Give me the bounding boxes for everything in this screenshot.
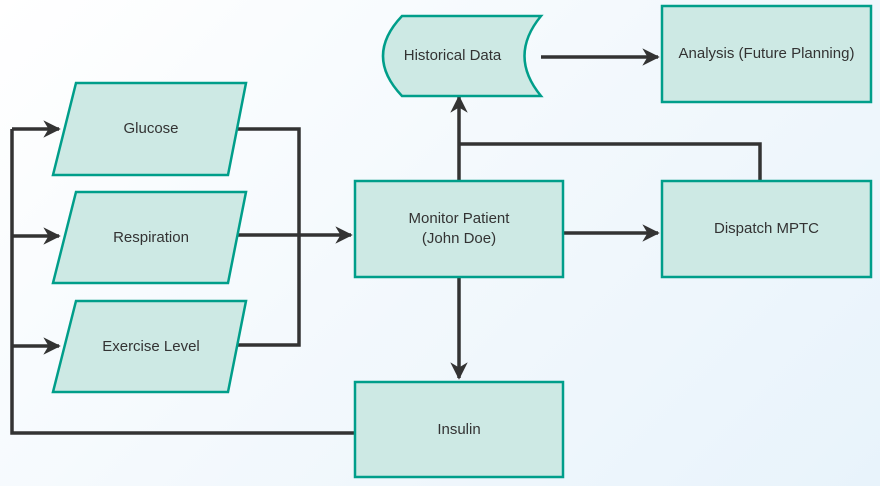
node-shapes (51, 4, 873, 479)
glucose-label: Glucose (123, 120, 179, 137)
analysis-label: Analysis (Future Planning) (678, 45, 855, 62)
dispatch-mptc-label: Dispatch MPTC (713, 220, 820, 237)
monitor-node-shape (353, 179, 565, 279)
dispatch-node-shape (660, 179, 873, 279)
historical-data-label: Historical Data (403, 47, 502, 64)
respiration-label: Respiration (113, 228, 189, 246)
monitor-patient-label: Monitor Patient (John Doe) (408, 210, 510, 247)
insulin-node-shape (353, 380, 565, 479)
respiration-node-shape (51, 190, 248, 285)
insulin-label: Insulin (437, 420, 481, 438)
analysis-node-shape (660, 4, 873, 104)
edge-exercise-to-merge (238, 233, 301, 347)
exercise-level-label: Exercise Level (102, 337, 200, 355)
historical-node-shape (381, 14, 544, 98)
exercise-node-shape (51, 299, 248, 394)
edge-glucose-to-merge (238, 127, 301, 233)
edge-dispatch-to-historical (459, 142, 762, 180)
connectors (10, 48, 762, 435)
edge-insulin-feedback-loop (10, 129, 355, 435)
glucose-node-shape (51, 81, 248, 177)
